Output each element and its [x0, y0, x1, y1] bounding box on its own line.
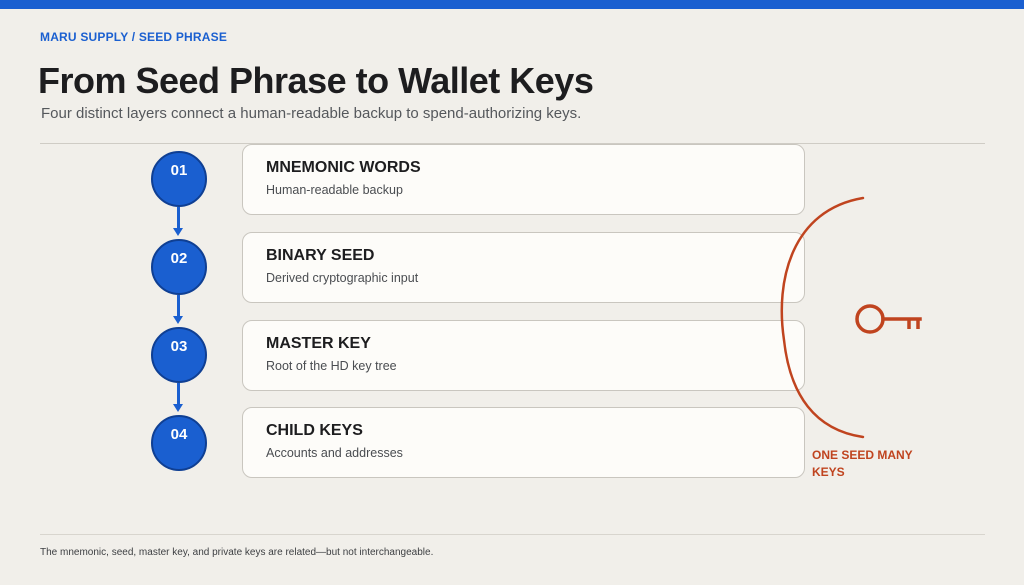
- step-card-seed: BINARY SEED Derived cryptographic input: [242, 232, 805, 303]
- step-subtitle: Derived cryptographic input: [266, 271, 419, 285]
- connector-1-2: [177, 207, 180, 229]
- top-divider: [40, 143, 985, 144]
- breadcrumb: MARU SUPPLY / SEED PHRASE: [40, 30, 228, 44]
- grouping-bracket: [780, 196, 922, 439]
- step-title: MNEMONIC WORDS: [266, 159, 421, 176]
- step-number-3: 03: [151, 327, 207, 383]
- arrow-down-icon: [173, 404, 183, 412]
- step-subtitle: Root of the HD key tree: [266, 359, 397, 373]
- step-card-mnemonic: MNEMONIC WORDS Human-readable backup: [242, 144, 805, 215]
- connector-2-3: [177, 295, 180, 317]
- step-card-master-key: MASTER KEY Root of the HD key tree: [242, 320, 805, 391]
- step-card-child-keys: CHILD KEYS Accounts and addresses: [242, 407, 805, 478]
- footer-note: The mnemonic, seed, master key, and priv…: [40, 547, 434, 558]
- top-accent-bar: [0, 0, 1024, 9]
- callout-label: ONE SEED MANY KEYS: [812, 448, 913, 479]
- step-title: BINARY SEED: [266, 247, 375, 264]
- step-number-2: 02: [151, 239, 207, 295]
- bottom-divider: [40, 534, 985, 535]
- step-title: MASTER KEY: [266, 335, 371, 352]
- page-subtitle: Four distinct layers connect a human-rea…: [41, 105, 582, 122]
- step-number-4: 04: [151, 415, 207, 471]
- page-title: From Seed Phrase to Wallet Keys: [38, 60, 594, 101]
- step-number-1: 01: [151, 151, 207, 207]
- step-subtitle: Accounts and addresses: [266, 446, 403, 460]
- arrow-down-icon: [173, 228, 183, 236]
- arrow-down-icon: [173, 316, 183, 324]
- key-icon: [855, 304, 922, 334]
- step-subtitle: Human-readable backup: [266, 183, 403, 197]
- connector-3-4: [177, 383, 180, 405]
- bracket-arc: [780, 196, 865, 439]
- step-title: CHILD KEYS: [266, 422, 363, 439]
